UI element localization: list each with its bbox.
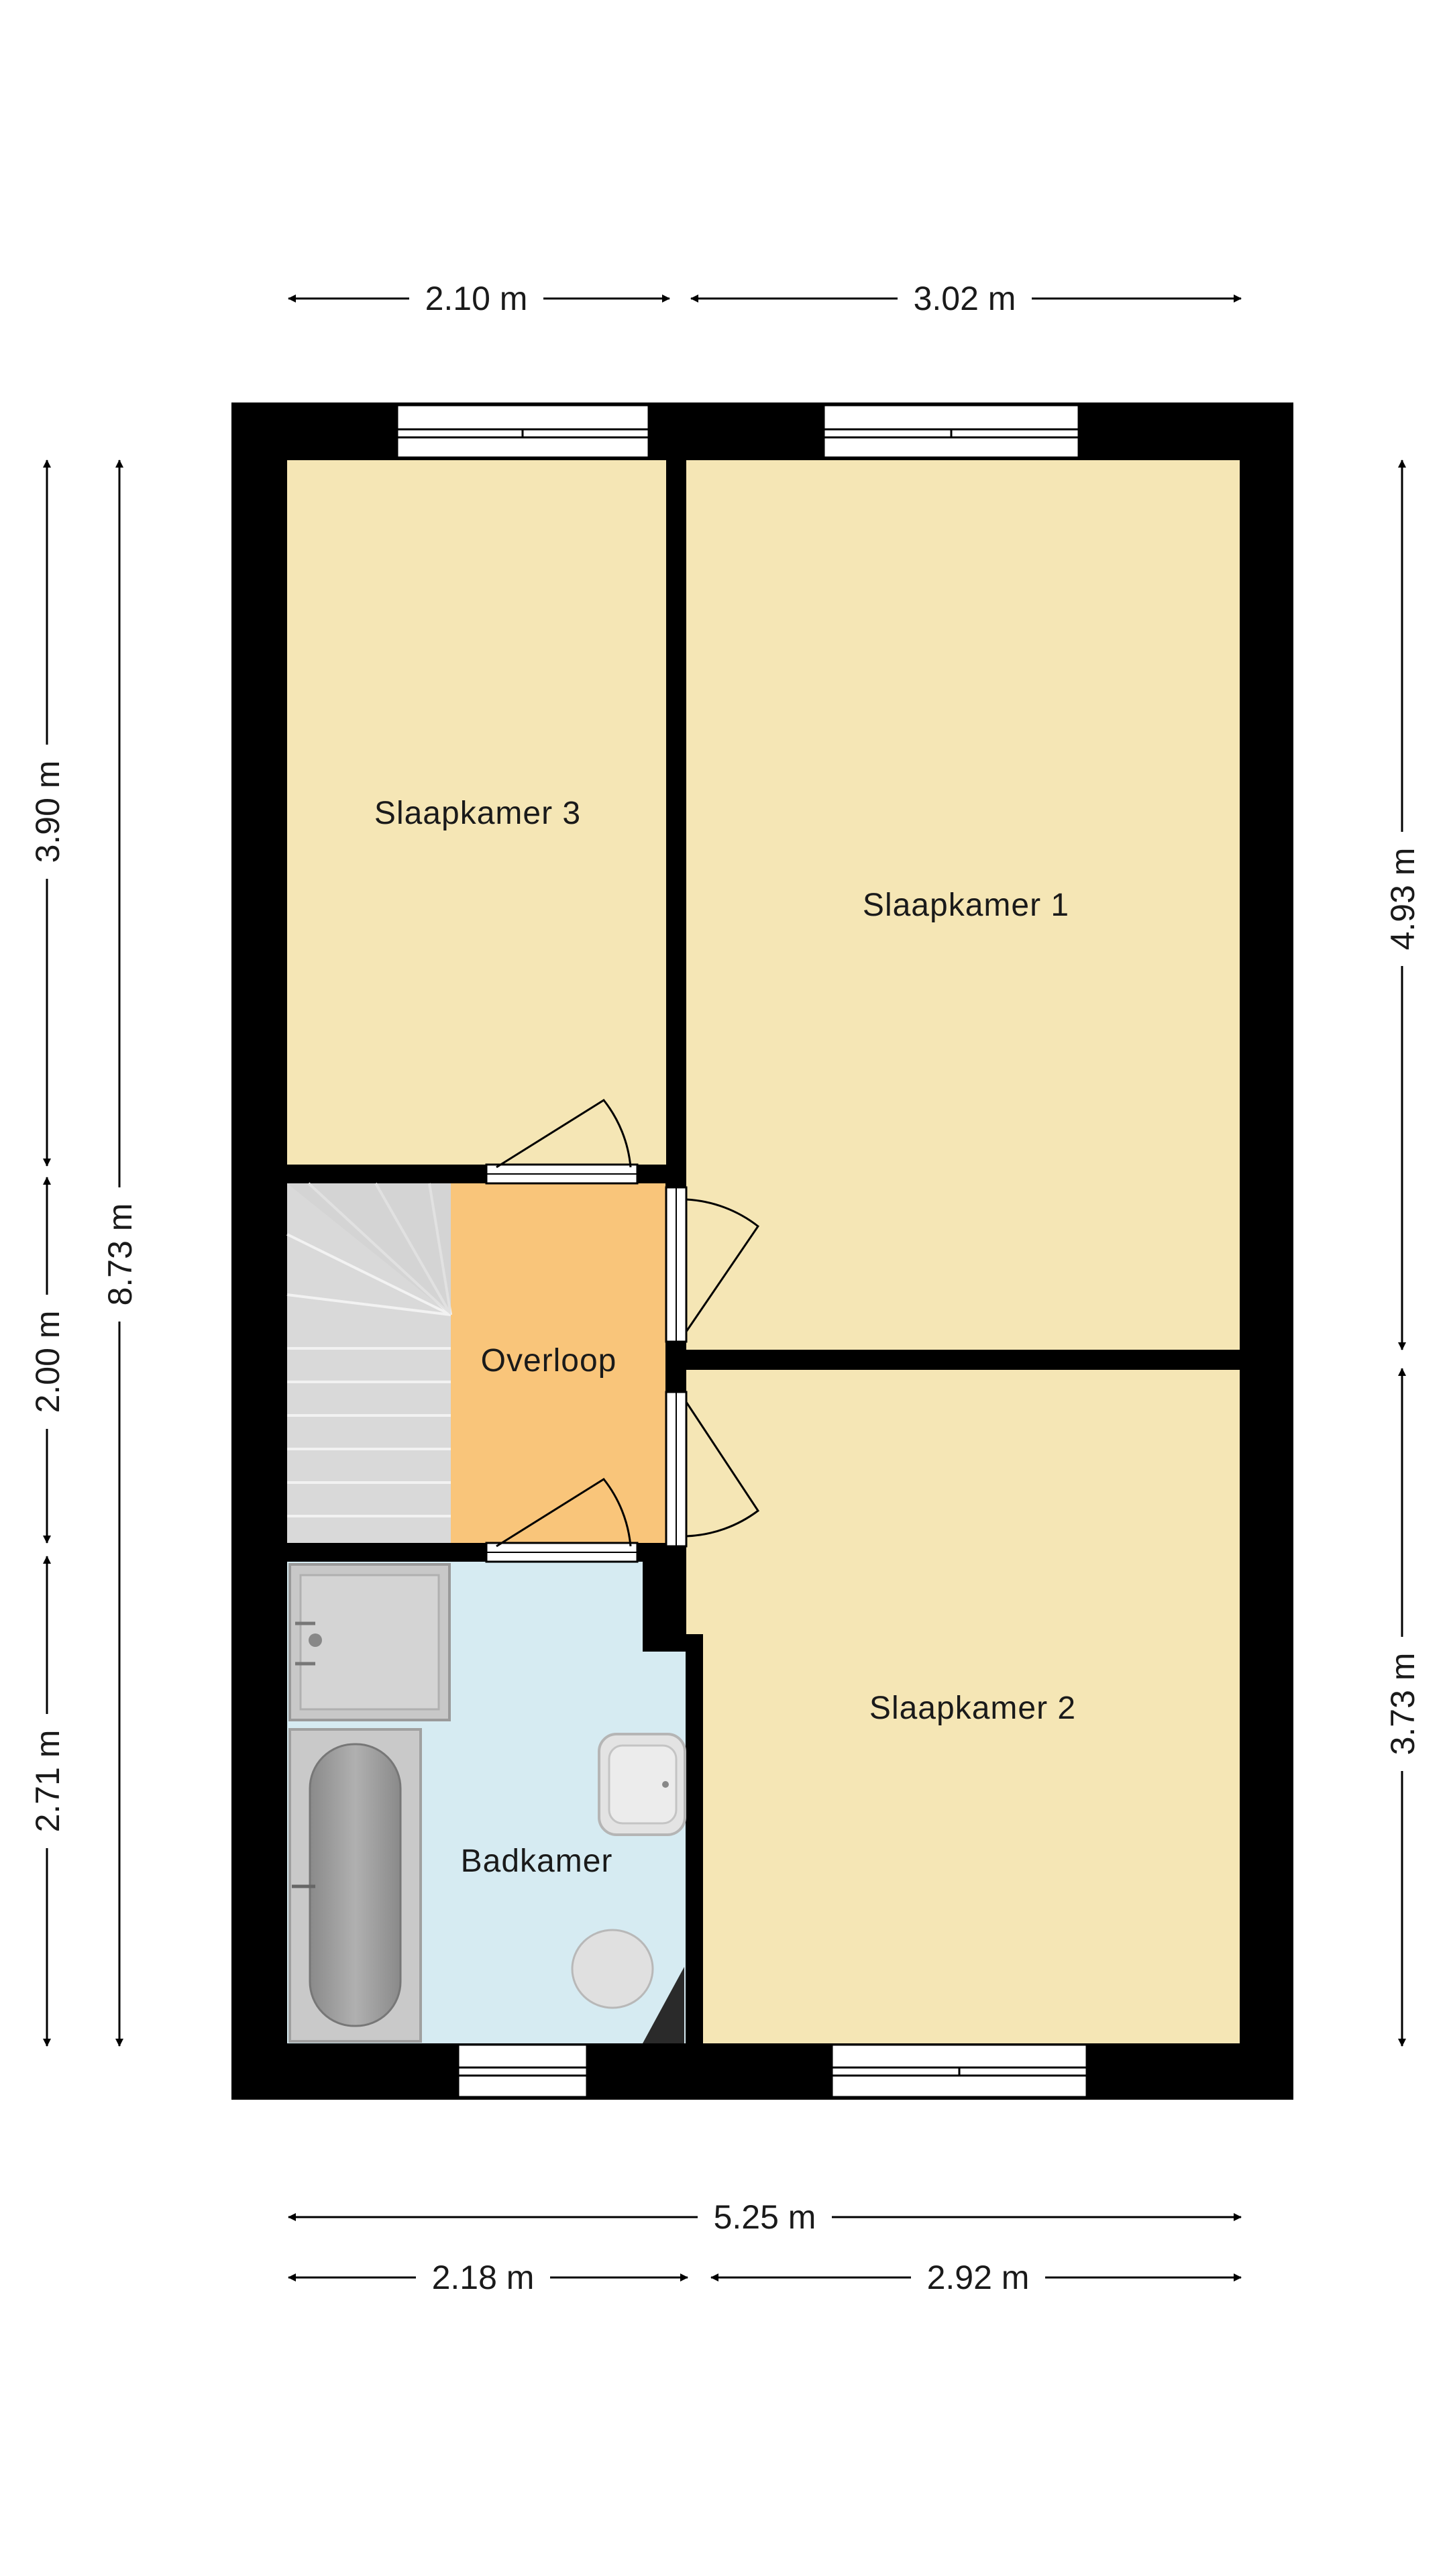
- dim-left-bottom: 2.71 m: [29, 1730, 66, 1833]
- label-slaapkamer-2: Slaapkamer 2: [869, 1690, 1076, 1726]
- windows: [396, 404, 1088, 2098]
- dim-left-total: 8.73 m: [101, 1203, 139, 1306]
- dim-bottom-total: 5.25 m: [714, 2198, 816, 2236]
- dim-left-top: 3.90 m: [29, 761, 66, 863]
- shower: [288, 1563, 451, 1721]
- dim-bottom-right: 2.92 m: [927, 2259, 1030, 2296]
- room-slaapkamer-1: [686, 460, 1240, 1350]
- dim-right-bottom: 3.73 m: [1384, 1653, 1421, 1756]
- room-slaapkamer-3: [287, 460, 666, 1165]
- dim-top-right: 3.02 m: [914, 280, 1016, 317]
- room-slaapkamer-2-notch-fill: [686, 1370, 703, 2043]
- room-overloop: [451, 1183, 665, 1543]
- toilet: [571, 1929, 684, 2043]
- room-slaapkamer-2: [686, 1370, 1240, 2043]
- doors: [485, 1099, 760, 1563]
- bathtub: [288, 1728, 422, 2043]
- label-badkamer: Badkamer: [461, 1843, 613, 1879]
- label-slaapkamer-3: Slaapkamer 3: [374, 796, 581, 831]
- dimension-lines: [43, 294, 1406, 2282]
- label-overloop: Overloop: [481, 1343, 617, 1379]
- label-slaapkamer-1: Slaapkamer 1: [863, 888, 1069, 923]
- dim-bottom-left: 2.18 m: [432, 2259, 535, 2296]
- stairs-shade: [287, 1183, 451, 1315]
- dim-right-top: 4.93 m: [1384, 848, 1421, 951]
- dim-top-left: 2.10 m: [425, 280, 528, 317]
- dim-left-middle: 2.00 m: [29, 1311, 66, 1413]
- sink: [598, 1733, 686, 1836]
